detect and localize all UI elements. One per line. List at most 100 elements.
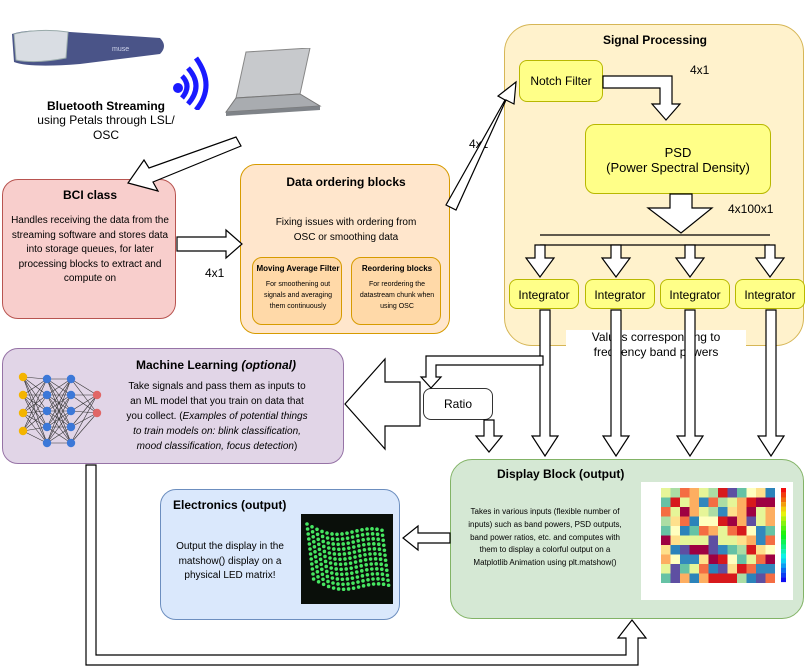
arrow-bci-to-ordering bbox=[176, 228, 243, 260]
led-dot bbox=[316, 579, 321, 584]
led-dot bbox=[344, 567, 348, 571]
led-dot bbox=[362, 542, 366, 547]
heatmap-cell bbox=[708, 497, 718, 507]
heatmap-cell bbox=[689, 526, 699, 536]
colorbar-segment bbox=[781, 558, 786, 564]
heatmap-cell bbox=[718, 573, 728, 583]
nn-edge bbox=[70, 412, 98, 428]
led-dot bbox=[331, 542, 335, 546]
led-dot bbox=[347, 551, 352, 555]
heatmap-cell bbox=[765, 554, 775, 564]
machine-learning-block: Machine Learning (optional) Take signals… bbox=[2, 348, 344, 464]
nn-edge bbox=[46, 394, 72, 444]
heatmap-cell bbox=[680, 526, 690, 536]
heatmap-cell bbox=[756, 554, 766, 564]
led-dot bbox=[341, 587, 346, 592]
led-dot bbox=[355, 529, 359, 533]
reordering-title: Reordering blocks bbox=[361, 264, 433, 273]
led-dot bbox=[355, 534, 360, 538]
led-dot bbox=[335, 577, 340, 581]
heatmap-cell bbox=[699, 516, 709, 526]
heatmap-cell bbox=[727, 526, 737, 536]
arrow-notch-to-psd bbox=[602, 75, 682, 121]
heatmap-cell bbox=[718, 516, 728, 526]
heatmap-cell bbox=[756, 573, 766, 583]
nn-node bbox=[92, 390, 102, 400]
led-dot bbox=[363, 557, 368, 562]
led-dot bbox=[341, 542, 345, 546]
led-dot bbox=[376, 577, 380, 581]
led-dot bbox=[361, 579, 365, 583]
colorbar-segment bbox=[781, 572, 786, 578]
heatmap-cell bbox=[670, 564, 680, 574]
led-dot bbox=[356, 580, 360, 584]
integrator-1: Integrator bbox=[509, 279, 579, 309]
led-dot bbox=[340, 537, 345, 541]
led-dot bbox=[312, 539, 316, 544]
colorbar-segment bbox=[781, 525, 786, 531]
display-block: Display Block (output) Takes in various … bbox=[450, 459, 804, 619]
heatmap-cell bbox=[718, 545, 728, 555]
led-dot bbox=[317, 542, 321, 547]
heatmap-cell bbox=[680, 507, 690, 517]
nn-edge bbox=[22, 394, 48, 432]
heatmap-cell bbox=[727, 554, 737, 564]
bluetooth-streaming-subtitle: using Petals through LSL/ OSC bbox=[37, 113, 175, 142]
led-dot bbox=[317, 547, 322, 552]
led-dot bbox=[366, 577, 370, 582]
led-dot bbox=[310, 567, 315, 571]
integrator-4: Integrator bbox=[735, 279, 805, 309]
heatmap-cell bbox=[680, 545, 690, 555]
led-dot bbox=[358, 559, 363, 563]
led-dot bbox=[342, 552, 347, 556]
nn-edge bbox=[70, 394, 98, 444]
led-dot bbox=[375, 567, 379, 571]
nn-edge bbox=[22, 430, 48, 444]
led-dot bbox=[315, 569, 320, 574]
led-dot bbox=[315, 564, 319, 569]
integrator-label: Integrator bbox=[744, 288, 796, 302]
heatmap-cell bbox=[661, 564, 671, 574]
led-dot bbox=[333, 557, 337, 561]
nn-edge bbox=[46, 378, 72, 396]
nn-node bbox=[18, 390, 28, 400]
heatmap-cell bbox=[727, 488, 737, 498]
colorbar-segment bbox=[781, 488, 786, 493]
moving-average-title: Moving Average Filter bbox=[256, 264, 340, 273]
nn-edge bbox=[22, 394, 48, 414]
heatmap-cell bbox=[746, 526, 756, 536]
heatmap-cell bbox=[718, 535, 728, 545]
heatmap-cell bbox=[746, 545, 756, 555]
led-dot bbox=[371, 537, 375, 541]
heatmap-cell bbox=[727, 564, 737, 574]
led-dot bbox=[360, 532, 365, 537]
heatmap-cell bbox=[746, 516, 756, 526]
ml-body: Take signals and pass them as inputs to … bbox=[126, 381, 306, 422]
led-dot bbox=[352, 545, 356, 549]
heatmap-cell bbox=[756, 526, 766, 536]
led-dot bbox=[348, 556, 352, 560]
led-dot bbox=[360, 574, 365, 578]
led-dot bbox=[336, 587, 341, 591]
led-dot bbox=[381, 582, 386, 587]
laptop-icon bbox=[224, 48, 322, 116]
nn-edge bbox=[22, 376, 48, 396]
led-dot bbox=[364, 562, 368, 567]
heatmap-cell bbox=[708, 535, 718, 545]
led-dot bbox=[330, 576, 335, 580]
heatmap-cell bbox=[670, 554, 680, 564]
led-dot bbox=[363, 552, 367, 557]
led-dot bbox=[346, 582, 350, 586]
heatmap-cell bbox=[670, 535, 680, 545]
colorbar-segment bbox=[781, 567, 786, 573]
led-dot bbox=[354, 565, 358, 569]
led-dot bbox=[340, 532, 344, 536]
heatmap-cell bbox=[756, 535, 766, 545]
nn-node bbox=[18, 408, 28, 418]
colorbar-segment bbox=[781, 544, 786, 550]
ml-title-optional: (optional) bbox=[241, 358, 297, 372]
led-dot bbox=[310, 524, 314, 529]
led-dot bbox=[335, 532, 339, 537]
data-ordering-title: Data ordering blocks bbox=[286, 175, 406, 189]
led-dot bbox=[345, 536, 350, 540]
